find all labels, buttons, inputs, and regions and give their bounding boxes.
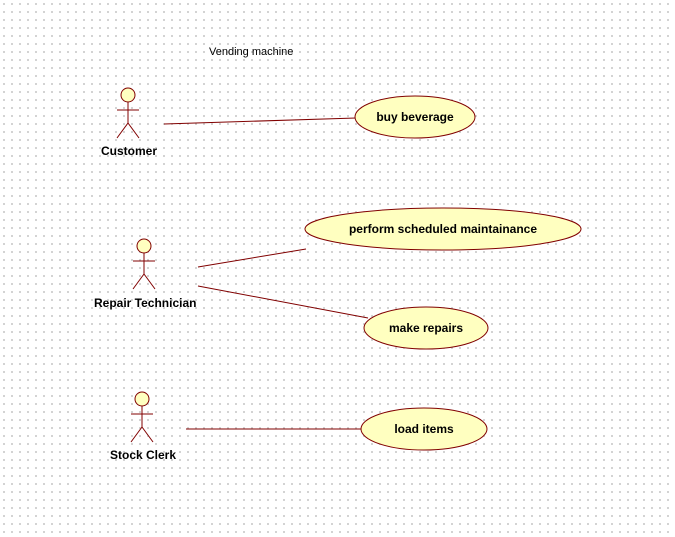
actor-stock-clerk-icon[interactable] [130,391,154,443]
actor-label-customer: Customer [101,144,158,158]
use-case-label-perform-scheduled-maintainance[interactable]: perform scheduled maintainance [348,222,538,236]
use-case-load-items[interactable] [360,407,488,451]
actor-label-stock-clerk: Stock Clerk [110,448,177,462]
use-case-perform-scheduled-maintainance[interactable] [304,207,582,251]
use-case-label-load-items[interactable]: load items [394,422,454,436]
use-case-label-buy-beverage[interactable]: buy beverage [376,110,454,124]
actor-customer-icon[interactable] [116,87,140,139]
actor-label-repair-technician: Repair Technician [94,296,197,310]
association-line[interactable] [197,285,369,319]
actor-repair-technician-icon[interactable] [132,238,156,290]
diagram-title: Vending machine [209,46,294,58]
use-case-label-make-repairs[interactable]: make repairs [388,321,464,335]
use-case-make-repairs[interactable] [363,306,489,350]
use-case-buy-beverage[interactable] [354,95,476,139]
association-line[interactable] [197,248,307,268]
association-line[interactable] [163,117,357,125]
